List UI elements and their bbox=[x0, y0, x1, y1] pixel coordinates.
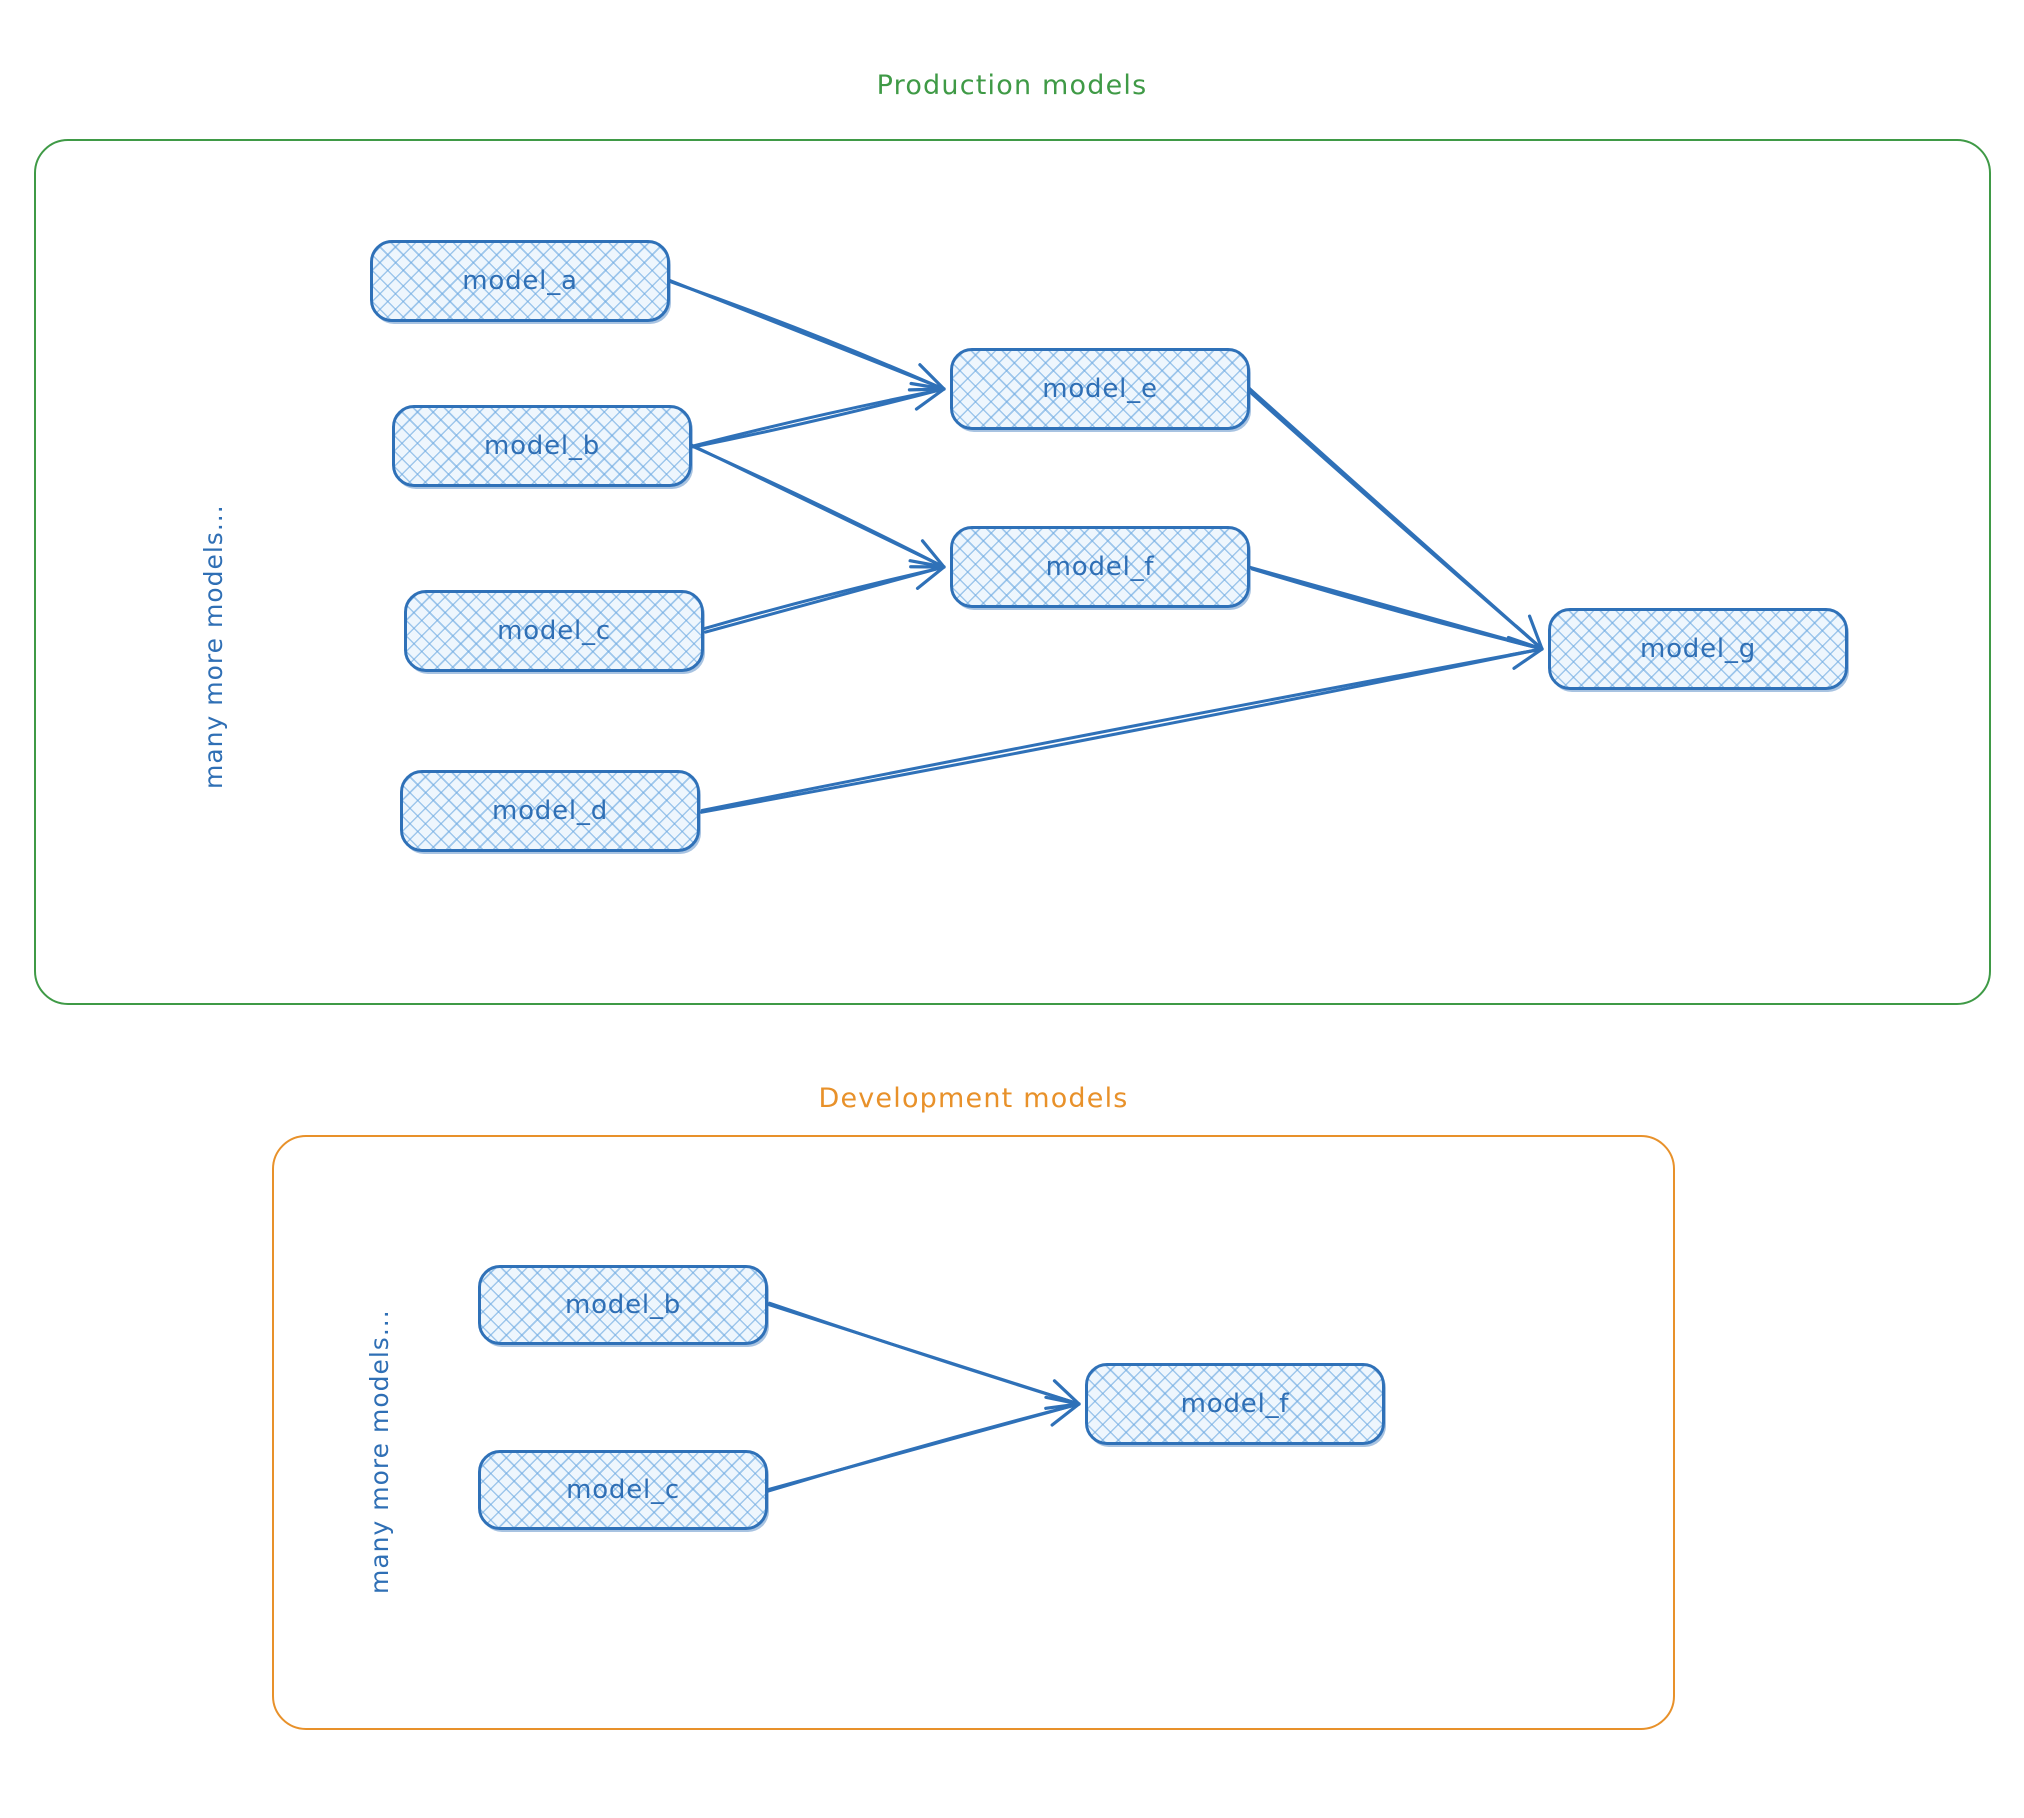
node-model-a[interactable]: model_a bbox=[370, 240, 670, 322]
production-many-more-models-label: many more models... bbox=[199, 504, 228, 789]
node-model-e[interactable]: model_e bbox=[950, 348, 1250, 430]
node-model-f[interactable]: model_f bbox=[950, 526, 1250, 608]
node-model-b[interactable]: model_b bbox=[392, 405, 692, 487]
production-group-container bbox=[34, 139, 1991, 1005]
node-model-b[interactable]: model_b bbox=[478, 1265, 768, 1345]
node-model-g[interactable]: model_g bbox=[1548, 608, 1848, 690]
node-label: model_g bbox=[1639, 634, 1757, 664]
development-group-title: Development models bbox=[818, 1083, 1129, 1114]
node-model-c[interactable]: model_c bbox=[478, 1450, 768, 1530]
node-label: model_d bbox=[491, 796, 609, 826]
node-label: model_a bbox=[462, 266, 578, 296]
node-label: model_c bbox=[566, 1475, 680, 1505]
node-label: model_c bbox=[497, 616, 611, 646]
node-model-d[interactable]: model_d bbox=[400, 770, 700, 852]
node-label: model_b bbox=[483, 431, 601, 461]
production-group-title: Production models bbox=[876, 70, 1148, 101]
node-model-c[interactable]: model_c bbox=[404, 590, 704, 672]
node-label: model_f bbox=[1180, 1389, 1290, 1419]
node-label: model_f bbox=[1045, 552, 1155, 582]
development-many-more-models-label: many more models... bbox=[365, 1309, 394, 1594]
development-group-container bbox=[272, 1135, 1675, 1730]
node-label: model_b bbox=[564, 1290, 682, 1320]
node-model-f[interactable]: model_f bbox=[1085, 1363, 1385, 1445]
node-label: model_e bbox=[1042, 374, 1158, 404]
